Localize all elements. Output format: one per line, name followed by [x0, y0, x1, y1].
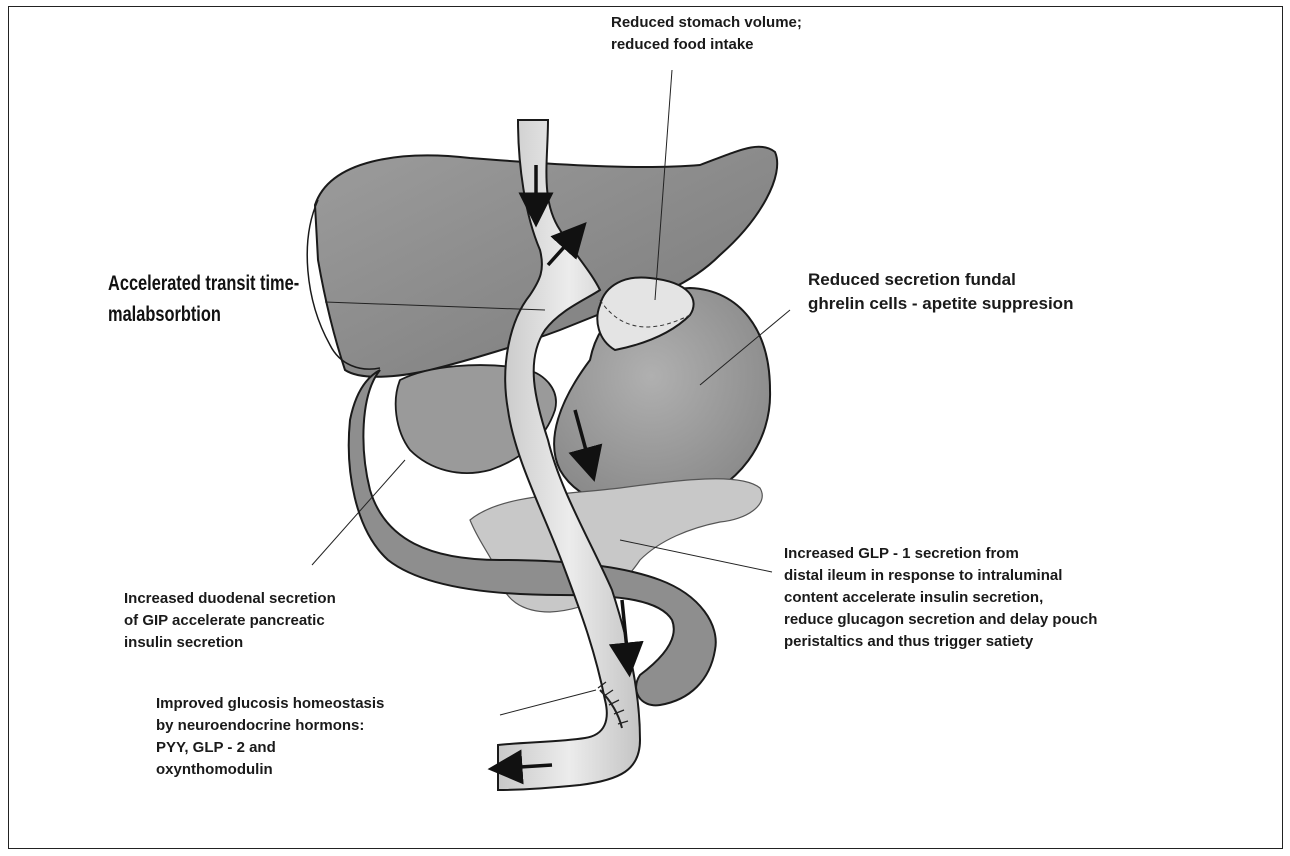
- label-glp1: Increased GLP - 1 secretion from distal …: [784, 543, 1097, 653]
- leader-glucose: [500, 690, 596, 715]
- label-ghrelin: Reduced secretion fundal ghrelin cells -…: [808, 268, 1073, 316]
- label-glucose: Improved glucosis homeostasis by neuroen…: [156, 693, 384, 781]
- label-duodenal: Increased duodenal secretion of GIP acce…: [124, 588, 336, 654]
- label-stomach-volume: Reduced stomach volume; reduced food int…: [611, 12, 802, 56]
- label-transit-time: Accelerated transit time- malabsorbtion: [108, 268, 299, 330]
